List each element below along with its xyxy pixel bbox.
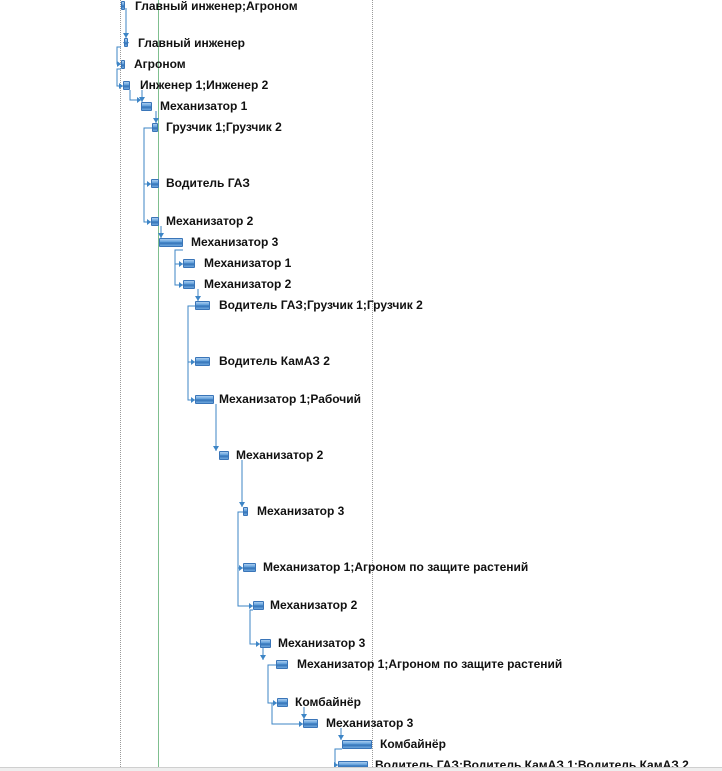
task-bar[interactable] — [277, 698, 288, 707]
link-arrowhead — [249, 603, 253, 609]
task-bar[interactable] — [183, 280, 195, 289]
link-arrowhead — [195, 296, 201, 301]
task-link — [249, 609, 260, 645]
task-link — [187, 362, 195, 401]
task-label: Механизатор 1 — [204, 256, 292, 270]
link-arrowhead — [239, 565, 243, 571]
task-bar[interactable] — [342, 740, 372, 749]
task-label: Механизатор 2 — [166, 214, 254, 228]
task-label: Инженер 1;Инженер 2 — [140, 78, 269, 92]
link-arrowhead — [273, 700, 277, 706]
timescale-gridline — [120, 0, 121, 771]
task-label: Механизатор 1;Агроном по защите растений — [263, 560, 529, 574]
task-label: Механизатор 3 — [191, 235, 279, 249]
task-label: Водитель ГАЗ;Грузчик 1;Грузчик 2 — [219, 298, 423, 312]
task-bar[interactable] — [253, 601, 264, 610]
task-label: Механизатор 2 — [270, 598, 358, 612]
task-link — [143, 127, 152, 185]
timescale-gridline — [372, 0, 373, 771]
link-arrowhead — [191, 397, 195, 403]
link-arrowhead — [334, 762, 338, 768]
task-label: Механизатор 3 — [278, 636, 366, 650]
task-label: Водитель ГАЗ — [166, 176, 250, 190]
link-arrowhead — [139, 97, 145, 102]
task-link — [237, 511, 248, 569]
task-bar[interactable] — [195, 357, 210, 366]
task-link — [268, 702, 303, 725]
task-label: Грузчик 1;Грузчик 2 — [166, 120, 282, 134]
task-link — [143, 184, 151, 223]
chart-bottom-edge — [0, 767, 722, 771]
link-arrowhead — [147, 219, 151, 225]
task-bar[interactable] — [121, 60, 125, 69]
link-arrowhead — [256, 641, 260, 647]
link-arrowhead — [117, 61, 121, 67]
task-label: Механизатор 1 — [160, 99, 248, 113]
task-label: Механизатор 3 — [257, 504, 345, 518]
task-bar[interactable] — [123, 81, 130, 90]
task-link — [174, 249, 183, 286]
task-bar[interactable] — [121, 1, 125, 10]
link-arrowhead — [179, 282, 183, 288]
link-arrowhead — [213, 446, 219, 451]
task-bar[interactable] — [152, 123, 158, 132]
link-arrowhead — [153, 118, 159, 123]
task-bar[interactable] — [183, 259, 195, 268]
task-bar[interactable] — [219, 451, 229, 460]
task-bar[interactable] — [151, 179, 159, 188]
task-label: Главный инженер — [138, 36, 245, 50]
link-arrowhead — [137, 97, 141, 103]
link-arrowhead — [338, 735, 344, 740]
task-bar[interactable] — [124, 38, 128, 47]
task-bar[interactable] — [151, 217, 159, 226]
link-arrowhead — [191, 359, 195, 365]
task-label: Агроном — [134, 57, 186, 71]
task-bar[interactable] — [243, 507, 248, 516]
task-label: Механизатор 2 — [204, 277, 292, 291]
current-date-line — [158, 0, 159, 771]
task-link — [237, 568, 253, 607]
task-link — [267, 664, 277, 704]
task-label: Комбайнёр — [295, 695, 361, 709]
task-label: Главный инженер;Агроном — [135, 0, 298, 13]
task-bar[interactable] — [243, 563, 256, 572]
link-arrowhead — [260, 655, 266, 660]
link-arrowhead — [301, 714, 307, 719]
task-link — [187, 305, 195, 363]
task-label: Механизатор 1;Рабочий — [219, 392, 362, 406]
link-arrowhead — [239, 502, 245, 507]
link-arrowhead — [123, 33, 129, 38]
task-bar[interactable] — [141, 102, 152, 111]
link-arrowhead — [119, 83, 123, 89]
link-arrowhead — [179, 261, 183, 267]
task-bar[interactable] — [195, 301, 210, 310]
task-bar[interactable] — [276, 660, 288, 669]
task-label: Механизатор 1;Агроном по защите растений — [297, 657, 563, 671]
link-arrowhead — [299, 721, 303, 727]
task-bar[interactable] — [195, 395, 214, 404]
task-label: Водитель КамАЗ 2 — [219, 354, 330, 368]
task-bar[interactable] — [260, 639, 271, 648]
link-arrowhead — [158, 233, 164, 238]
task-label: Механизатор 2 — [236, 448, 324, 462]
task-label: Механизатор 3 — [326, 716, 414, 730]
task-bar[interactable] — [303, 719, 318, 728]
task-label: Комбайнёр — [380, 737, 446, 751]
link-arrowhead — [147, 181, 151, 187]
task-bar[interactable] — [159, 238, 183, 247]
